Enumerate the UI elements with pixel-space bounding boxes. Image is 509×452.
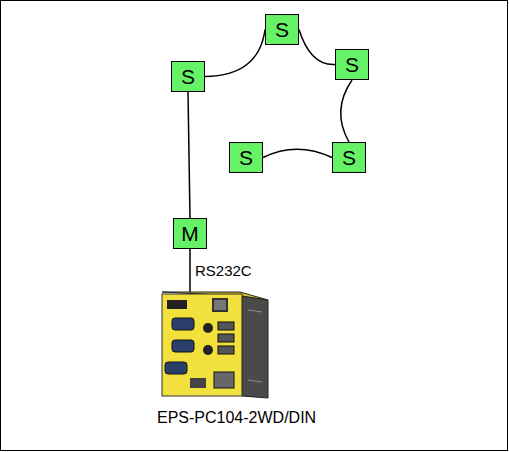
- station-box: S: [335, 49, 369, 80]
- computer-illustration: [162, 292, 268, 398]
- station-box: S: [229, 142, 263, 173]
- network-link: [299, 30, 335, 65]
- network-link: [263, 149, 332, 157]
- device-label: EPS-PC104-2WD/DIN: [156, 409, 317, 427]
- node-text: S: [275, 19, 289, 40]
- node-text: S: [181, 66, 195, 87]
- node-text: S: [342, 147, 356, 168]
- node-text: S: [345, 54, 359, 75]
- node-text: M: [181, 223, 199, 244]
- network-link: [205, 30, 265, 77]
- network-link: [341, 80, 352, 142]
- station-box: M: [173, 218, 207, 249]
- serial-wire: [189, 249, 191, 292]
- node-text: S: [239, 147, 253, 168]
- station-box: S: [332, 142, 366, 173]
- station-box: S: [171, 61, 205, 92]
- network-link: [188, 92, 190, 218]
- interface-label: RS232C: [194, 263, 253, 280]
- station-box: S: [265, 14, 299, 45]
